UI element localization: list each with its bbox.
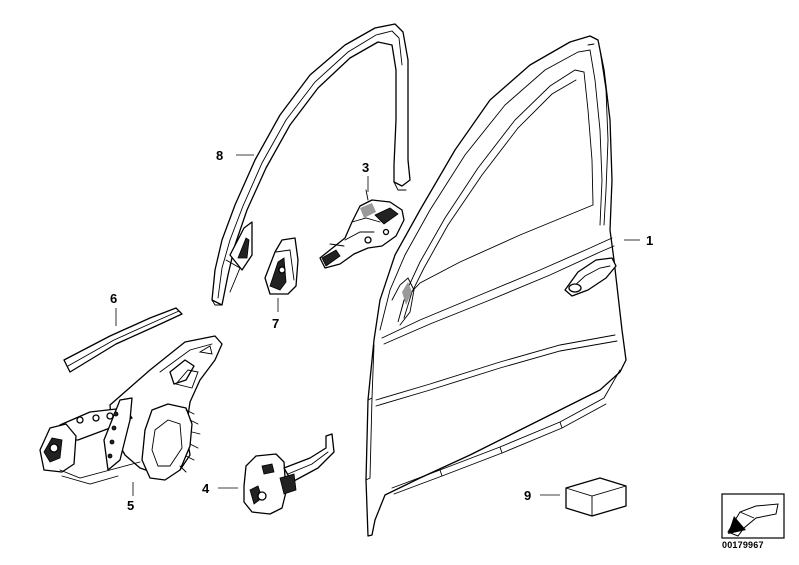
diagram-id: 00179967 [722,540,764,550]
part-window-regulator[interactable] [39,335,223,485]
folded-corner-arrow-icon [721,493,785,539]
part-insulation-block[interactable] [565,477,627,517]
callout-8[interactable]: 8 [216,148,223,163]
callout-3[interactable]: 3 [362,160,369,175]
callout-1[interactable]: 1 [646,233,653,248]
callout-5[interactable]: 5 [127,498,134,513]
callout-4[interactable]: 4 [202,481,210,496]
part-window-seal[interactable] [211,23,411,306]
part-guide-rail[interactable] [63,307,183,373]
callout-9[interactable]: 9 [524,488,531,503]
callout-7[interactable]: 7 [272,316,279,331]
part-door-check[interactable] [243,433,335,515]
part-door-shell[interactable] [365,35,627,537]
callout-6[interactable]: 6 [110,291,117,306]
part-lock-bracket[interactable] [264,237,299,295]
part-door-lock[interactable] [319,189,405,269]
